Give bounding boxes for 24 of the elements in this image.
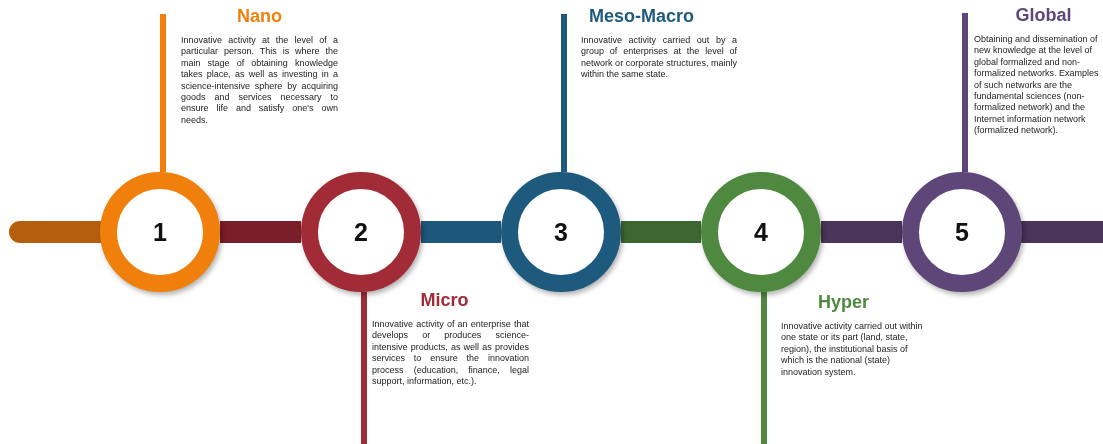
connector-line [561, 14, 567, 172]
level-heading: Nano [236, 6, 283, 27]
timeline-bar [621, 221, 701, 243]
connector-line [361, 292, 367, 444]
level-heading: Global [1014, 5, 1073, 26]
step-number: 1 [153, 217, 167, 247]
level-description: Obtaining and dissemination of new knowledge at the level of global formalized and non-formalized networks. Examples of such networks are the fundamental sciences (non-formalized network) and the Internet information network (formalized network). [974, 34, 1100, 137]
level-heading: Meso-Macro [588, 6, 695, 27]
level-heading: Hyper [817, 292, 870, 313]
timeline-bar [821, 221, 902, 243]
timeline-bar [421, 221, 501, 243]
connector-line [160, 14, 166, 172]
level-description: Innovative activity of an enterprise that develops or produces science-intensive products, as well as provides services to ensure the innovation process (education, finance, legal support, information, etc.). [372, 319, 529, 388]
level-description: Innovative activity at the level of a particular person. This is where the main stage of obtaining knowledge takes place, as well as investing in a science-intensive sphere by acquiring goods and services necessary to ensure life and satisfy one's own needs. [181, 35, 338, 127]
connector-line [761, 292, 767, 444]
level-description: Innovative activity carried out within one state or its part (land, state, region), the institutional basis of which is the national (state) innovation system. [781, 321, 924, 379]
step-number: 2 [354, 217, 368, 247]
level-description: Innovative activity carried out by a group of enterprises at the level of network or corporate structures, mainly within the same state. [581, 35, 737, 81]
step-number: 3 [554, 217, 568, 247]
step-number: 5 [955, 217, 969, 247]
connector-line [962, 13, 968, 172]
timeline-bar [220, 221, 301, 243]
step-number: 4 [754, 217, 768, 247]
level-heading: Micro [419, 290, 470, 311]
